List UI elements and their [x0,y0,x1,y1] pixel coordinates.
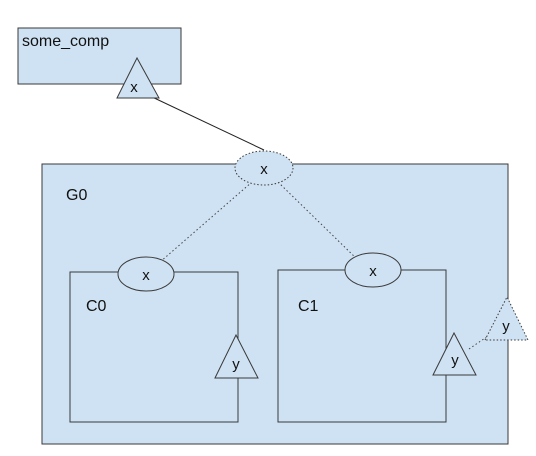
some-comp-box[interactable] [17,27,182,85]
component-c1-box[interactable] [277,269,447,423]
component-c1-port-y-label: y [451,352,459,369]
component-c0-label: C0 [86,298,107,315]
group-g0-port-y-label: y [502,318,510,335]
component-c0-port-x[interactable] [117,256,175,292]
component-c0-port-x-label: x [142,267,150,284]
group-g0-label: G0 [66,187,87,204]
component-c1-port-x[interactable] [344,252,402,288]
connector-somecomp-g0 [149,95,265,151]
group-g0-port-x[interactable] [234,150,294,186]
component-c1-label: C1 [298,298,319,315]
some-comp-label: some_comp [22,33,109,50]
component-c1-port-y[interactable] [432,331,477,376]
component-c1-port-x-label: x [369,263,377,280]
some-comp-port-x-label: x [130,79,138,96]
component-c0-port-y[interactable] [214,333,259,379]
connector-c1-g0-y [468,333,492,350]
component-c0-box[interactable] [69,271,239,423]
some-comp-port-x[interactable] [116,56,160,99]
group-g0-port-x-label: x [260,161,268,178]
group-g0-port-y[interactable] [484,295,529,341]
connector-g0-c1 [277,181,361,263]
connector-g0-c0 [159,181,253,263]
component-c0-port-y-label: y [232,356,240,373]
